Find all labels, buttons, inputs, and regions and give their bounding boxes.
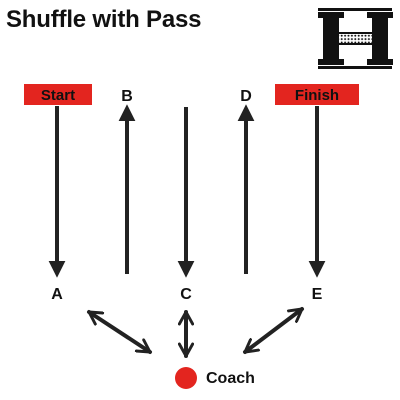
start-tag: Start — [24, 84, 92, 105]
pass-arrow-e-coach — [243, 307, 304, 354]
coach-label: Coach — [206, 370, 255, 387]
point-c-label: C — [180, 286, 192, 303]
point-a-label: A — [51, 286, 63, 303]
finish-label: Finish — [295, 87, 339, 104]
point-e-label: E — [312, 286, 323, 303]
page-title: Shuffle with Pass — [6, 6, 202, 33]
coach-dot — [175, 367, 197, 389]
logo — [318, 8, 393, 69]
finish-tag: Finish — [275, 84, 359, 105]
pass-arrow-a-coach — [87, 310, 152, 354]
point-d-label: D — [240, 88, 252, 105]
point-b-label: B — [121, 88, 133, 105]
start-label: Start — [41, 87, 75, 104]
